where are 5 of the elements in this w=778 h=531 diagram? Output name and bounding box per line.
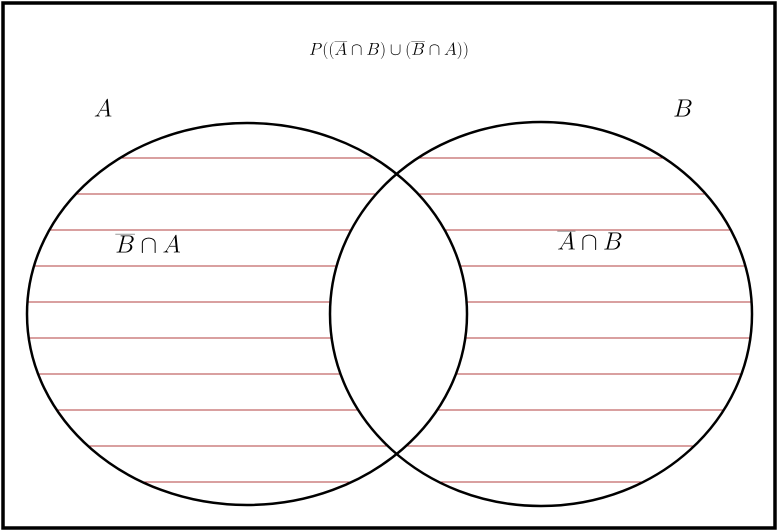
set-label: $A$ [94,98,112,116]
region-label: $\overline{A}\cap B$ [557,231,622,250]
region-label: $\overline{B}\cap A$ [115,234,180,253]
title: $P((\overline{A}\cap B)\cup(\overline{B}\cap A))$ [310,42,468,60]
set-label: $B$ [674,100,692,116]
